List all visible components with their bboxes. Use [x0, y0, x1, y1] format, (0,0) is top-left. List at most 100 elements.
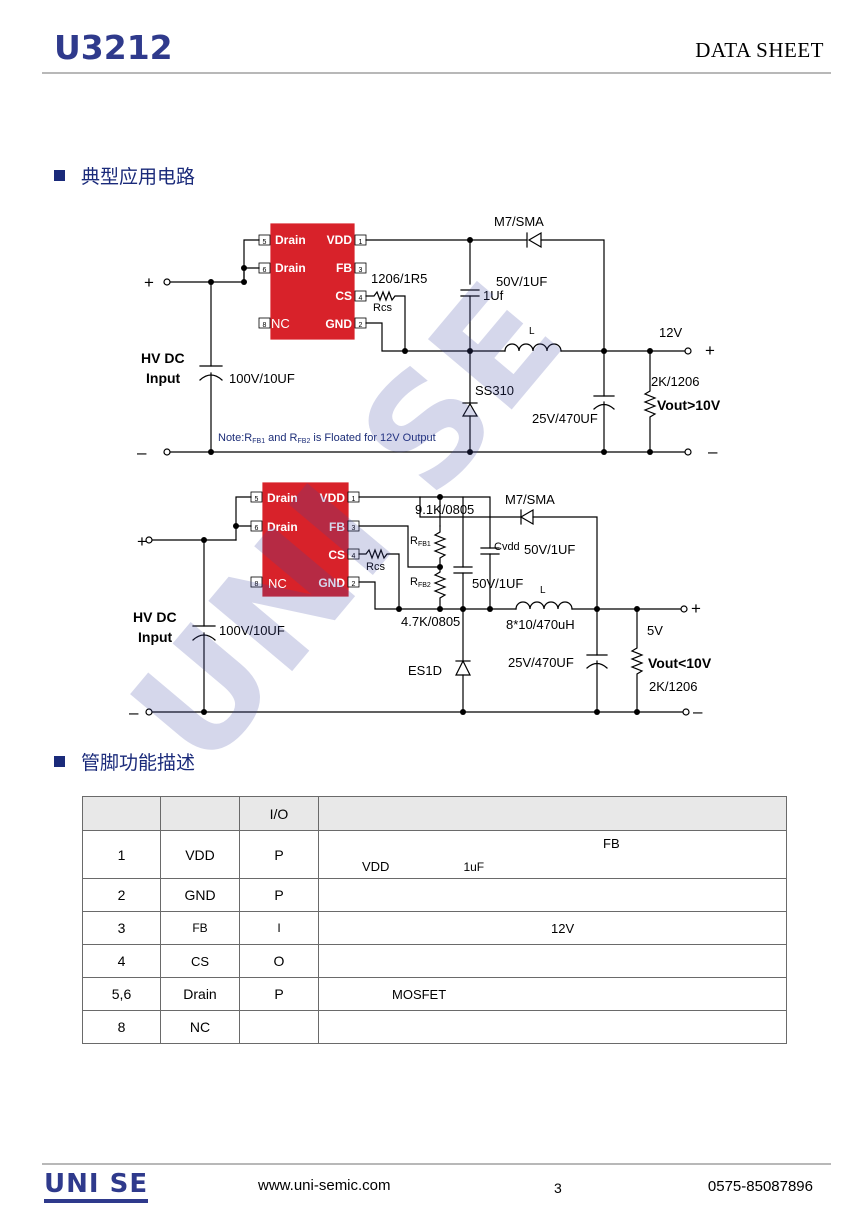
c2-rfb2-value: 4.7K/0805 — [401, 614, 460, 629]
c1-vdd-cap-value: 50V/1UF — [496, 274, 547, 289]
cell-io — [239, 1010, 319, 1044]
c1-input-minus: – — [137, 443, 147, 462]
c1-hv-dc-label: HV DC — [141, 350, 185, 366]
section2-title-text: 管脚功能描述 — [81, 752, 196, 774]
circuit-2 — [145, 482, 690, 716]
table-row: 2 GND P — [82, 878, 787, 912]
cell-name: NC — [160, 1010, 240, 1044]
c1-output-cap-value: 25V/470UF — [532, 411, 598, 426]
c1-chip-fb-label: FB — [336, 261, 352, 275]
c2-hv-dc-label: HV DC — [133, 609, 177, 625]
c1-pin8-number: 8 — [263, 322, 267, 329]
c2-chip-fb-label: FB — [329, 520, 345, 534]
circuit-1 — [163, 223, 692, 456]
c2-pin1-number: 1 — [352, 496, 356, 503]
c2-pin2-number: 2 — [352, 581, 356, 588]
c2-inductor-value: 8*10/470uH — [506, 617, 575, 632]
cell-name: GND — [160, 878, 240, 912]
cell-name: VDD — [160, 830, 240, 879]
cell-io: P — [239, 878, 319, 912]
cell-io: O — [239, 944, 319, 978]
c1-output-voltage: 12V — [659, 325, 682, 340]
c2-input-plus: + — [137, 532, 147, 551]
c2-output-voltage: 5V — [647, 623, 663, 638]
footer-divider — [42, 1163, 831, 1165]
c2-chip-drain2-label: Drain — [267, 520, 298, 534]
bullet-square-icon — [54, 170, 65, 181]
footer-logo: UNI SE — [44, 1169, 149, 1203]
col-header-pin — [82, 796, 161, 831]
cell-io: P — [239, 830, 319, 879]
c2-input-cap-value: 100V/10UF — [219, 623, 285, 638]
cell-name: FB — [160, 911, 240, 945]
c2-chip-gnd-label: GND — [318, 576, 345, 590]
circuit-2-labels: 5 6 8 1 3 4 2 Drain Drain NC VDD FB CS G… — [129, 491, 712, 722]
cell-pin: 4 — [82, 944, 161, 978]
cell-pin: 8 — [82, 1010, 161, 1044]
c2-output-minus: – — [693, 702, 703, 721]
c1-chip-gnd-label: GND — [325, 317, 352, 331]
c1-diode-label: M7/SMA — [494, 214, 544, 229]
c2-input-label: Input — [138, 629, 173, 645]
header-logo: U3212 — [54, 28, 173, 67]
c2-freewheel-diode-label: ES1D — [408, 663, 442, 678]
c2-load-resistor-value: 2K/1206 — [649, 679, 697, 694]
col-header-io: I/O — [239, 796, 319, 831]
col-header-desc — [318, 796, 787, 831]
cell-io: P — [239, 977, 319, 1011]
section-title-pin-functions: 管脚功能描述 — [54, 748, 195, 775]
c1-input-cap-value: 100V/10UF — [229, 371, 295, 386]
c2-vout-condition: Vout<10V — [648, 655, 712, 671]
cell-desc: 12V — [318, 911, 787, 945]
c1-chip-drain1-label: Drain — [275, 233, 306, 247]
cell-desc — [318, 944, 787, 978]
c2-pin8-number: 8 — [255, 581, 259, 588]
section1-title-text: 典型应用电路 — [81, 166, 196, 188]
cell-desc: MOSFET — [318, 977, 787, 1011]
c2-input-minus: – — [129, 703, 139, 722]
c1-input-label: Input — [146, 370, 181, 386]
c1-pin4-number: 4 — [359, 295, 363, 302]
c1-chip-nc-label: NC — [271, 316, 290, 331]
c2-output-cap-value: 25V/470UF — [508, 655, 574, 670]
cell-pin: 1 — [82, 830, 161, 879]
table-row: 5,6 Drain P MOSFET — [82, 977, 787, 1011]
cell-pin: 3 — [82, 911, 161, 945]
circuit-1-labels: 5 6 8 1 3 4 2 Drain Drain NC VDD FB CS G… — [137, 214, 721, 462]
c2-cvdd-label: Cvdd — [494, 541, 520, 553]
c2-rcs-label: Rcs — [366, 561, 385, 573]
c1-chip-drain2-label: Drain — [275, 261, 306, 275]
c2-chip-drain1-label: Drain — [267, 491, 298, 505]
c2-pin4-number: 4 — [352, 553, 356, 560]
c2-chip-vdd-label: VDD — [320, 491, 346, 505]
cell-name: CS — [160, 944, 240, 978]
c1-pin5-number: 5 — [263, 239, 267, 246]
c1-output-minus: – — [708, 442, 718, 461]
c1-note: Note:RFB1 and RFB2 is Floated for 12V Ou… — [218, 432, 436, 445]
footer-website-link[interactable]: www.uni-semic.com — [258, 1177, 391, 1194]
footer-page-number: 3 — [554, 1180, 562, 1196]
footer-phone: 0575-85087896 — [707, 1178, 813, 1195]
c1-freewheel-diode-label: SS310 — [475, 383, 514, 398]
cell-io: I — [239, 911, 319, 945]
c1-chip-vdd-label: VDD — [327, 233, 353, 247]
c2-rfb2-label: RFB2 — [410, 576, 431, 589]
c1-rcs-label: Rcs — [373, 302, 392, 314]
table-row: 4 CS O — [82, 944, 787, 978]
header-divider — [42, 72, 831, 74]
cell-name: Drain — [160, 977, 240, 1011]
c2-rfb1-label: RFB1 — [410, 535, 431, 548]
cell-pin: 2 — [82, 878, 161, 912]
c2-inductor-label: L — [540, 585, 546, 596]
c1-vout-condition: Vout>10V — [657, 397, 721, 413]
c2-rfb1-value: 9.1K/0805 — [415, 502, 474, 517]
c1-vdd-cap-label: 1Uf — [483, 288, 504, 303]
c1-pin2-number: 2 — [359, 322, 363, 329]
cell-desc — [318, 1010, 787, 1044]
c1-rcs-value: 1206/1R5 — [371, 271, 427, 286]
